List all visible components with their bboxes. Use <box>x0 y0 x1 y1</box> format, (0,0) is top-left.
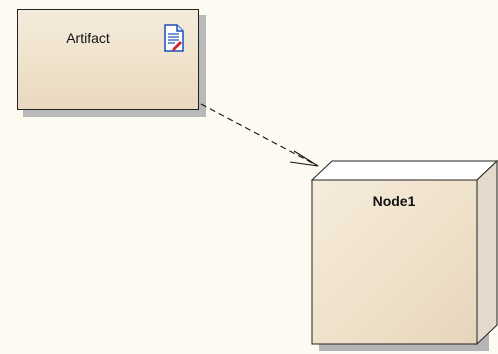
connector-line <box>200 103 319 167</box>
artifact-element[interactable]: Artifact <box>17 9 199 110</box>
connector-arrowhead <box>289 150 319 167</box>
artifact-label: Artifact <box>66 30 110 46</box>
document-artifact-icon <box>164 24 184 52</box>
node-label: Node1 <box>372 193 416 209</box>
node-element[interactable] <box>311 160 498 350</box>
